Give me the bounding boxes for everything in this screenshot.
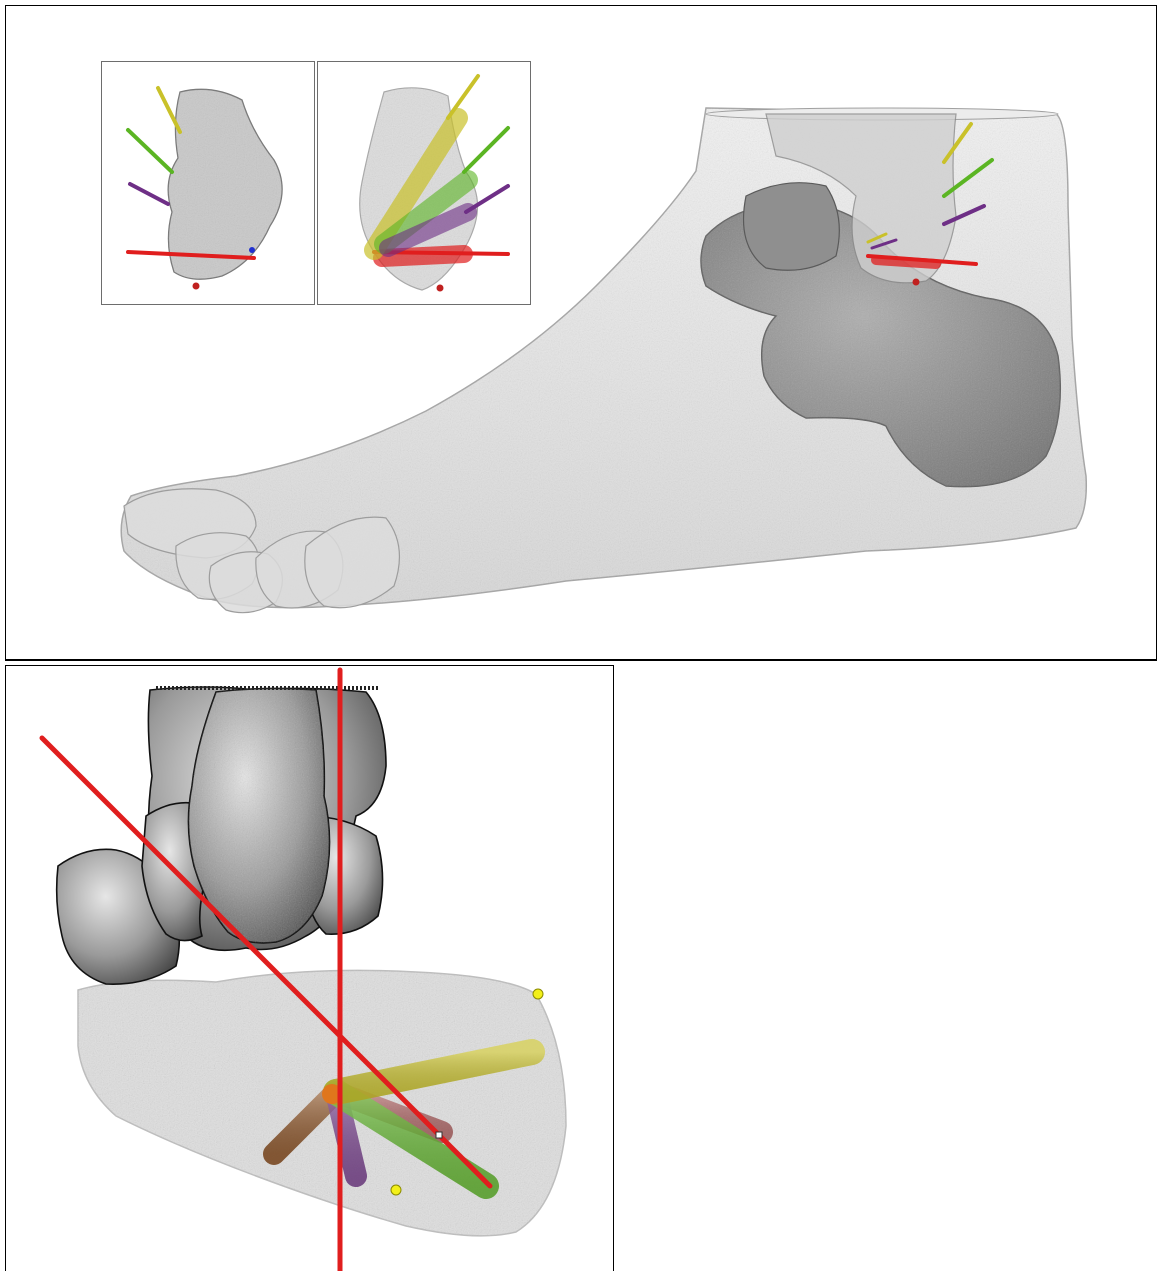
talus-opaque-render <box>102 62 315 305</box>
calcaneus-render <box>6 666 614 1271</box>
inset-talus-transparent <box>317 61 531 305</box>
top-panel-foot-view <box>5 5 1157 661</box>
bottom-panel-calcaneus-view <box>5 665 614 1271</box>
inset-talus-opaque <box>101 61 315 305</box>
hindfoot-bones-posterior <box>57 687 386 984</box>
talus-transparent-render <box>318 62 531 305</box>
